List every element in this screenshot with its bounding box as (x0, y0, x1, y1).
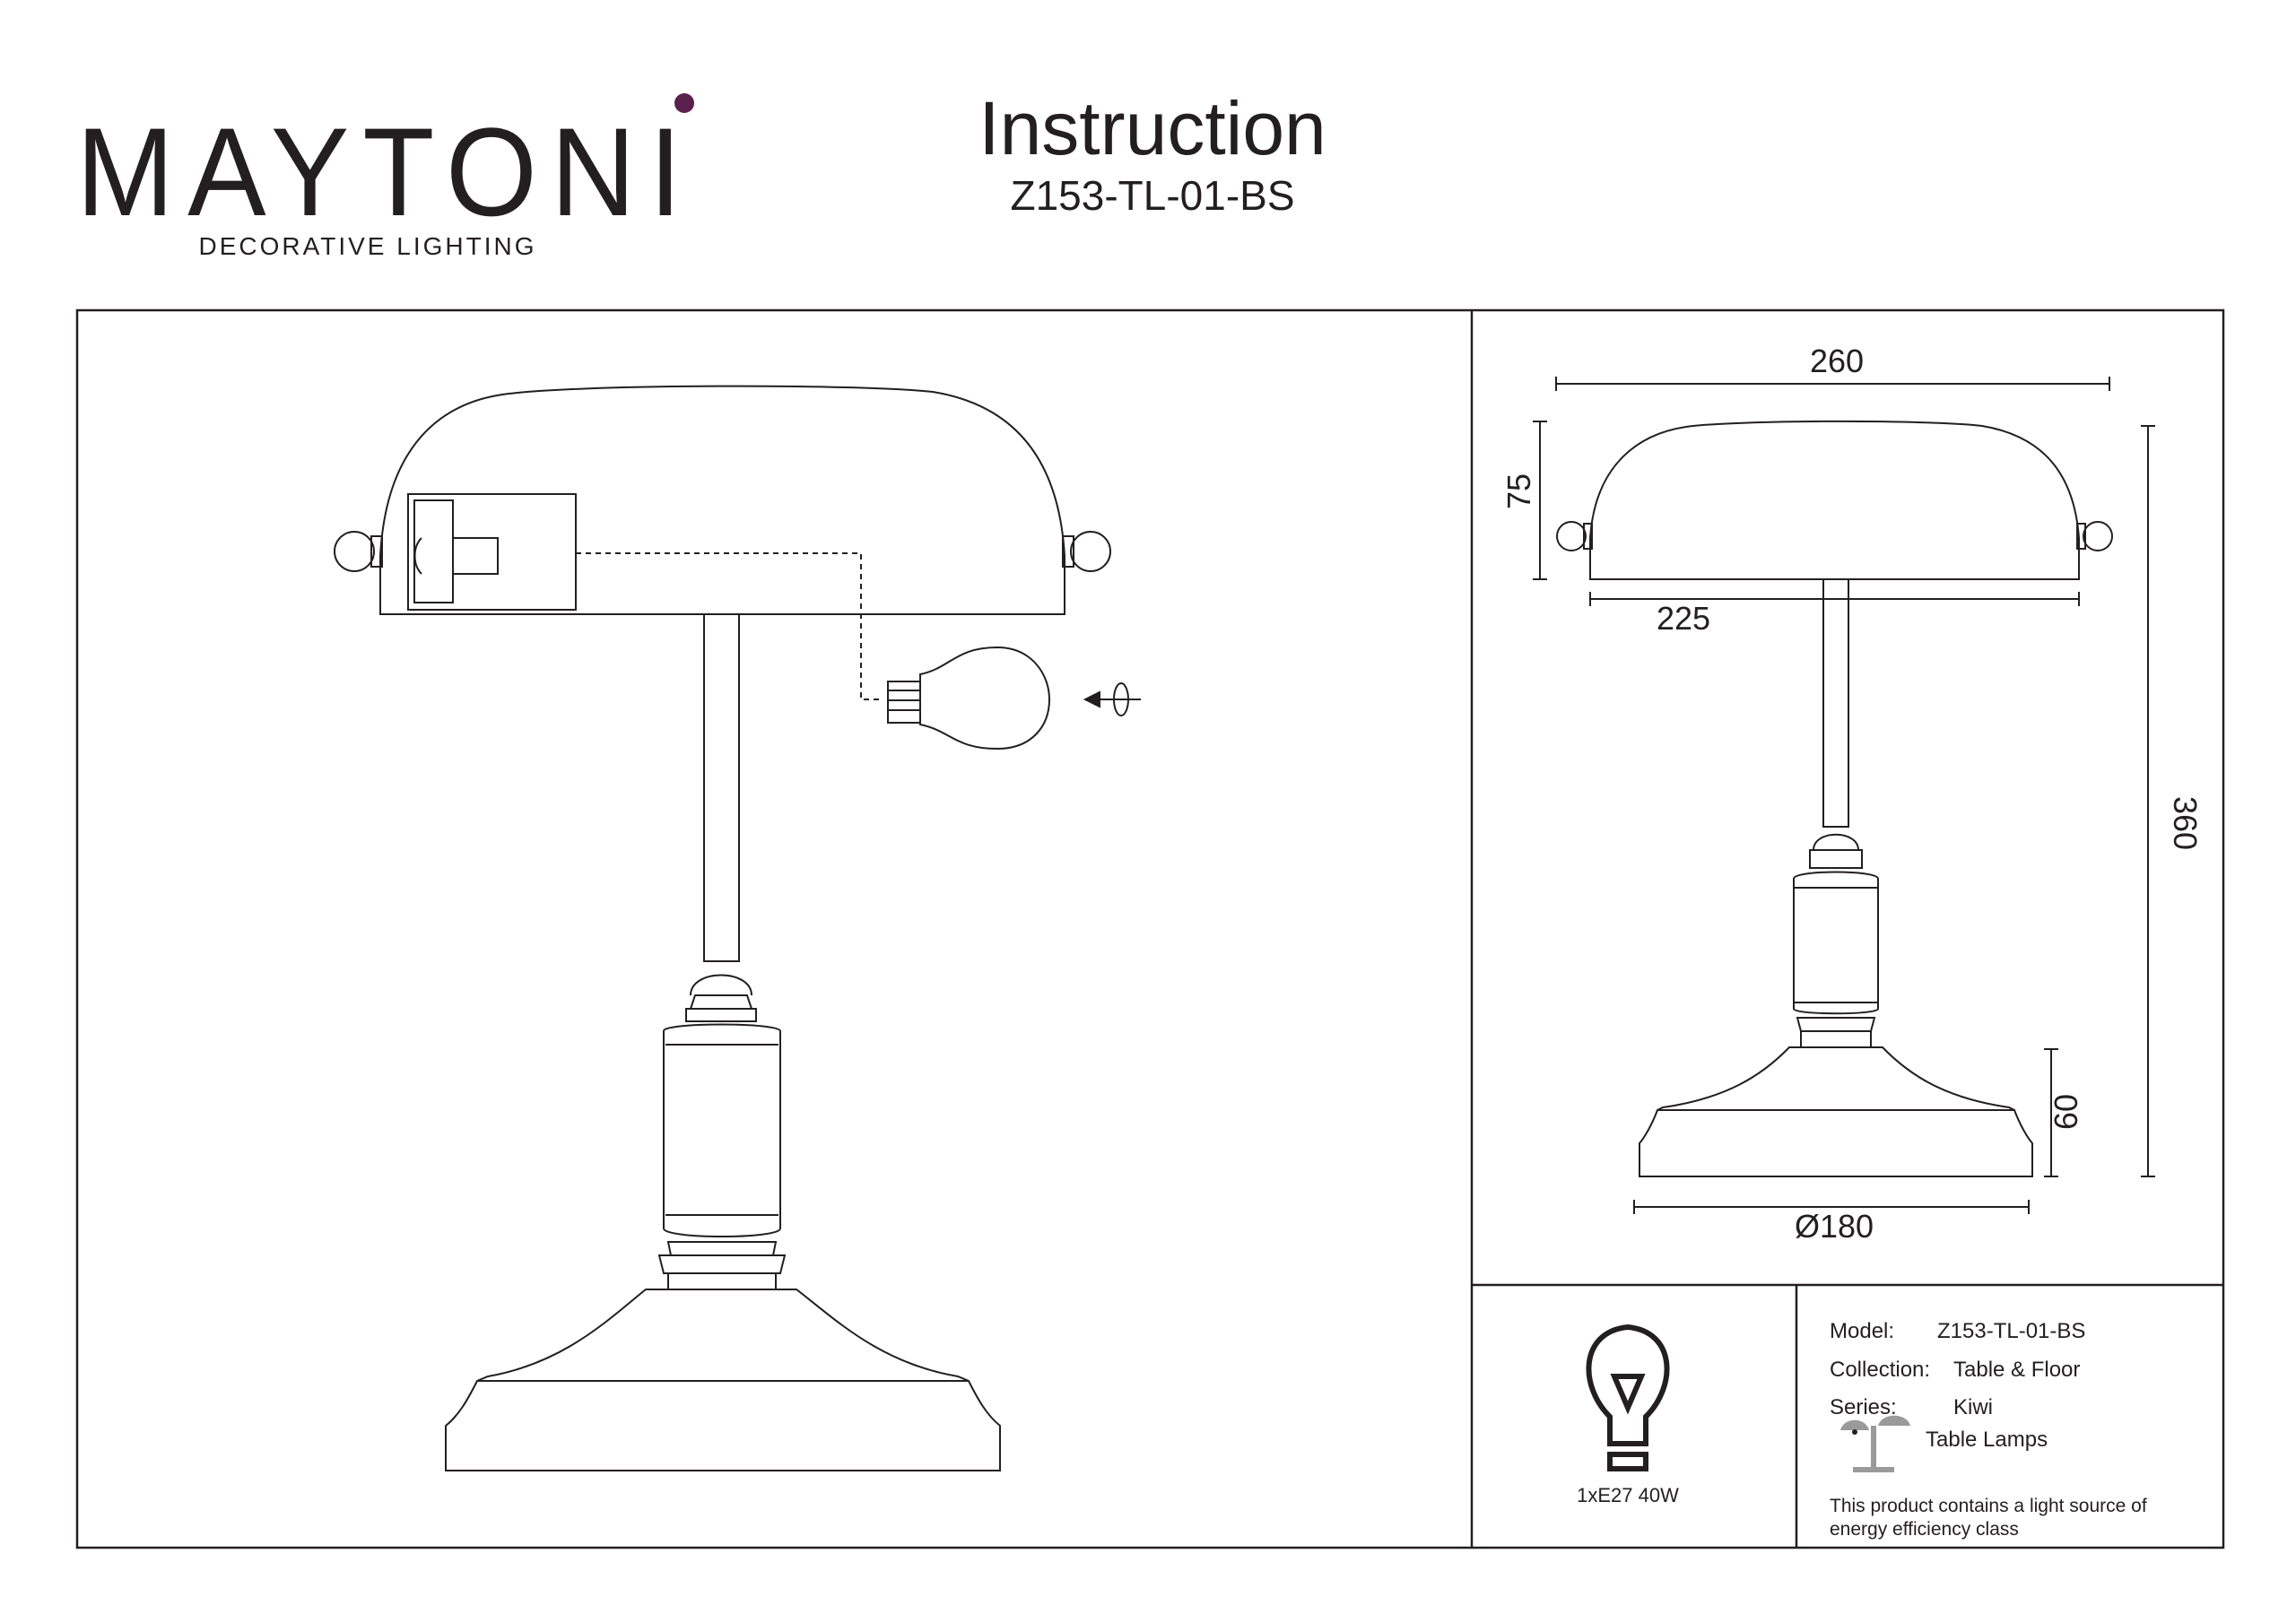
lamp-assembly-drawing (334, 385, 1141, 1471)
dim-line-shade-height (1533, 421, 1547, 580)
dim-line-shade-inner (1589, 592, 2080, 606)
shade-knob-left (334, 531, 375, 572)
shade-knob-right (1070, 531, 1111, 572)
energy-note-line1: This product contains a light source of (1830, 1496, 2147, 1516)
dim-line-base-height (2044, 1048, 2058, 1177)
brand-dot (674, 93, 694, 113)
spec-model-label: Model: (1830, 1319, 1894, 1343)
dim-base-diameter: Ø180 (1795, 1208, 1874, 1245)
dim-base-height: 60 (2048, 1094, 2084, 1130)
rotate-arrow-icon (1083, 682, 1141, 716)
brand-logo: MAYTONI DECORATIVE LIGHTING (76, 93, 695, 260)
lamp-shade (379, 385, 1065, 615)
bulb-spec-label: 1xE27 40W (1577, 1484, 1679, 1506)
lamp-socket (407, 493, 577, 611)
table-lamp-category-icon (1840, 1415, 1910, 1472)
spec-collection-label: Collection: (1830, 1358, 1930, 1382)
dim-shade-height: 75 (1500, 473, 1537, 509)
lamp-stem (703, 613, 740, 962)
spec-category-value: Table Lamps (1926, 1428, 2048, 1452)
dim-shade-width: 260 (1810, 343, 1864, 379)
lightbulb-icon (1586, 1324, 1670, 1471)
bulb-drawing (887, 646, 1051, 751)
dimension-drawing (1533, 377, 2155, 1214)
dim-shade-inner-width: 225 (1657, 600, 1710, 637)
spec-collection-value: Table & Floor (1953, 1358, 2080, 1382)
dim-line-base-diameter (1633, 1200, 2030, 1214)
spec-model-value: Z153-TL-01-BS (1937, 1319, 2085, 1343)
model-code: Z153-TL-01-BS (1010, 172, 1294, 219)
brand-name: MAYTONI (76, 101, 695, 242)
page-title: Instruction (978, 86, 1326, 170)
energy-note-line2: energy efficiency class (1830, 1519, 2019, 1540)
dim-lamp-base (1639, 1046, 2033, 1177)
spec-series-value: Kiwi (1953, 1395, 1993, 1419)
dim-line-total-height (2141, 425, 2155, 1177)
brand-tagline: DECORATIVE LIGHTING (199, 232, 537, 260)
spec-series-label: Series: (1830, 1395, 1897, 1419)
lamp-column (662, 1023, 781, 1237)
lamp-base (445, 1289, 1001, 1471)
dim-total-height: 360 (2167, 796, 2204, 850)
dim-line-shade-width (1555, 377, 2110, 391)
outer-frame (75, 308, 2225, 1549)
bulb-insertion-path (576, 552, 883, 700)
dim-lamp-shade (1589, 420, 2080, 580)
